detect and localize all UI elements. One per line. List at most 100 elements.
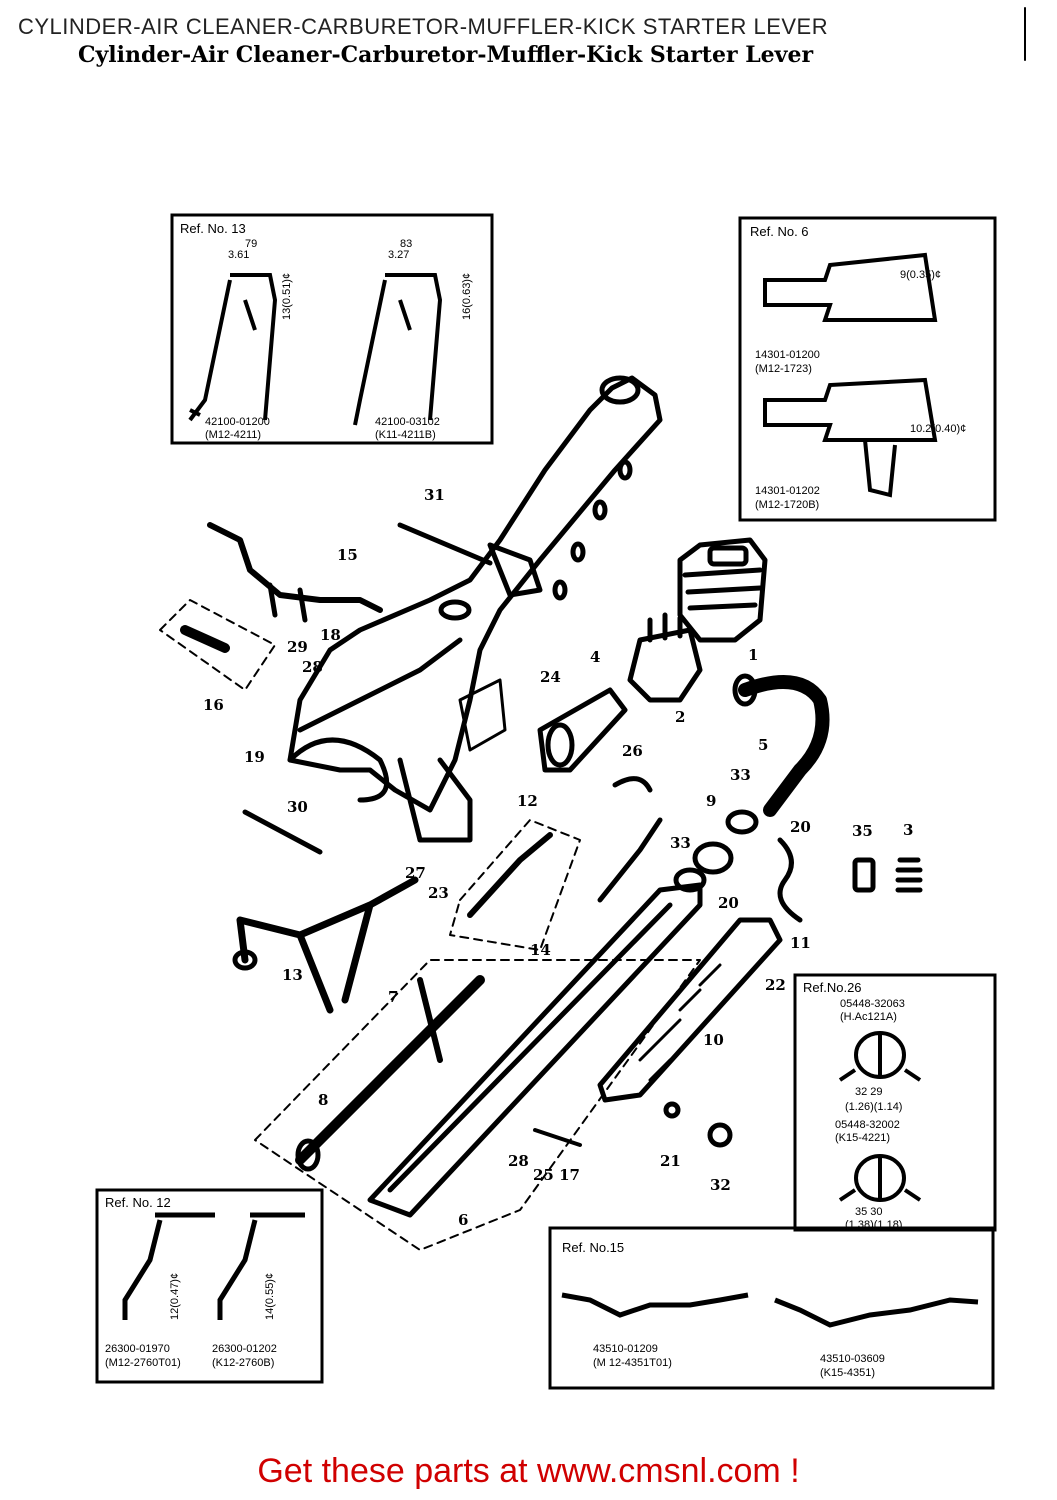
callout-31: 31 <box>424 486 445 504</box>
studs <box>647 612 683 643</box>
callout-25-17: 25 17 <box>533 1166 580 1184</box>
bolt <box>397 522 493 566</box>
callout-29: 29 <box>287 638 308 656</box>
nut-32 <box>707 1122 733 1148</box>
footer-link[interactable]: Get these parts at www.cmsnl.com ! <box>257 1452 800 1490</box>
callout-16: 16 <box>203 696 224 714</box>
ref13-title: Ref. No. 13 <box>180 221 246 236</box>
clip-24 <box>612 776 653 793</box>
ref12-dimA: 12(0.47)¢ <box>169 1273 181 1320</box>
kick-arm <box>467 832 553 918</box>
callout-1: 1 <box>748 646 758 664</box>
callout-18: 18 <box>320 626 341 644</box>
callout-14: 14 <box>530 941 551 959</box>
ref15-partB-num: 43510-03609 <box>820 1353 885 1365</box>
ref26-partB-code: (K15-4221) <box>835 1132 890 1144</box>
callout-13: 13 <box>282 966 303 984</box>
callout-5: 5 <box>758 736 768 754</box>
ref26-partA-code: (H.Ac121A) <box>840 1011 897 1023</box>
ref13-dimA-sub: 3.61 <box>228 249 249 261</box>
gasket-ring <box>725 809 759 835</box>
ref26-dimB-sub: (1.38)(1.18) <box>845 1219 902 1231</box>
pipe-flange <box>732 673 758 707</box>
callout-2: 2 <box>675 708 685 726</box>
frame-hole <box>570 541 586 563</box>
callout-32: 32 <box>710 1176 731 1194</box>
ref6-dimA: 9(0.35)¢ <box>900 269 941 281</box>
ref12-partB-code: (K12-2760B) <box>212 1357 274 1369</box>
ref26-partA-num: 05448-32063 <box>840 998 905 1010</box>
ref13-dimB-side: 16(0.63)¢ <box>461 273 473 320</box>
callout-12: 12 <box>517 792 538 810</box>
callout-19: 19 <box>244 748 265 766</box>
callout-24: 24 <box>540 668 561 686</box>
callout-28: 28 <box>302 658 323 676</box>
spring-3 <box>895 857 923 893</box>
callout-3: 3 <box>903 821 913 839</box>
ref26-dimA-sub: (1.26)(1.14) <box>845 1101 902 1113</box>
grip <box>180 625 230 653</box>
ref6-title: Ref. No. 6 <box>750 224 809 239</box>
frame-rear <box>397 757 473 843</box>
frame-hole <box>617 459 633 481</box>
ref6-partA-code: (M12-1723) <box>755 363 812 375</box>
rod <box>242 809 323 855</box>
ref12-partA-code: (M12-2760T01) <box>105 1357 181 1369</box>
grip-outline <box>159 599 276 691</box>
callout-15: 15 <box>337 546 358 564</box>
gasket-ring-b <box>673 867 707 893</box>
ref15-partA-code: (M 12-4351T01) <box>593 1357 672 1369</box>
callout-28b: 28 <box>508 1152 529 1170</box>
muffler-protector <box>597 917 783 1103</box>
rod-12 <box>597 817 663 903</box>
diagram-subtitle: Cylinder-Air Cleaner-Carburetor-Muffler-… <box>78 42 814 68</box>
callout-33: 33 <box>730 766 751 784</box>
callout-11: 11 <box>790 934 811 952</box>
callout-7: 7 <box>388 988 398 1006</box>
page-header: CYLINDER-AIR CLEANER-CARBURETOR-MUFFLER-… <box>18 14 829 39</box>
callout-6: 6 <box>458 1211 468 1229</box>
kick-starter-lever <box>295 975 485 1165</box>
ref6-partB-num: 14301-01202 <box>755 485 820 497</box>
callout-26: 26 <box>622 742 643 760</box>
stand-foot <box>232 949 258 971</box>
ref13-partA-num: 42100-01200 <box>205 416 270 428</box>
ref15-partB-code: (K15-4351) <box>820 1367 875 1379</box>
ref12-title: Ref. No. 12 <box>105 1195 171 1210</box>
muffler <box>367 882 703 1218</box>
joint-nut <box>692 841 734 875</box>
handlebar <box>207 522 383 613</box>
lever-pedal <box>295 1138 321 1172</box>
callout-4: 4 <box>590 648 600 666</box>
callout-22: 22 <box>765 976 786 994</box>
callout-9: 9 <box>706 792 716 810</box>
ref26-dimB: 35 30 <box>855 1206 883 1218</box>
ref-13-inset <box>170 213 494 445</box>
ref-15-inset <box>548 1226 995 1390</box>
carb-body <box>545 722 575 768</box>
muffler-inner <box>387 902 673 1193</box>
cylinder-studs <box>627 627 703 703</box>
frame-inner-line <box>297 637 463 733</box>
cylinder-top <box>707 545 749 567</box>
frame-boss <box>438 599 472 621</box>
ref12-partB-num: 26300-01202 <box>212 1343 277 1355</box>
ref-12-inset <box>95 1188 324 1384</box>
ref13-partA-code: (M12-4211) <box>205 429 261 441</box>
ref13-dimB-top: 83 <box>400 238 412 250</box>
screw-17 <box>533 1128 582 1147</box>
callout-20: 20 <box>790 818 811 836</box>
frame-bowl <box>287 737 390 803</box>
steering-head <box>599 375 641 405</box>
carburetor <box>537 687 628 773</box>
main-stand <box>236 876 419 1014</box>
ref6-dimB: 10.2(0.40)¢ <box>910 423 966 435</box>
callout-8: 8 <box>318 1091 328 1109</box>
frame-hole <box>592 499 608 521</box>
ref13-dimB-sub: 3.27 <box>388 249 409 261</box>
ref-26-inset <box>793 973 997 1232</box>
frame-hole <box>552 579 568 601</box>
ref15-partA-num: 43510-01209 <box>593 1343 658 1355</box>
ref13-dimA-side: 13(0.51)¢ <box>281 273 293 320</box>
ref26-title: Ref.No.26 <box>803 980 862 995</box>
